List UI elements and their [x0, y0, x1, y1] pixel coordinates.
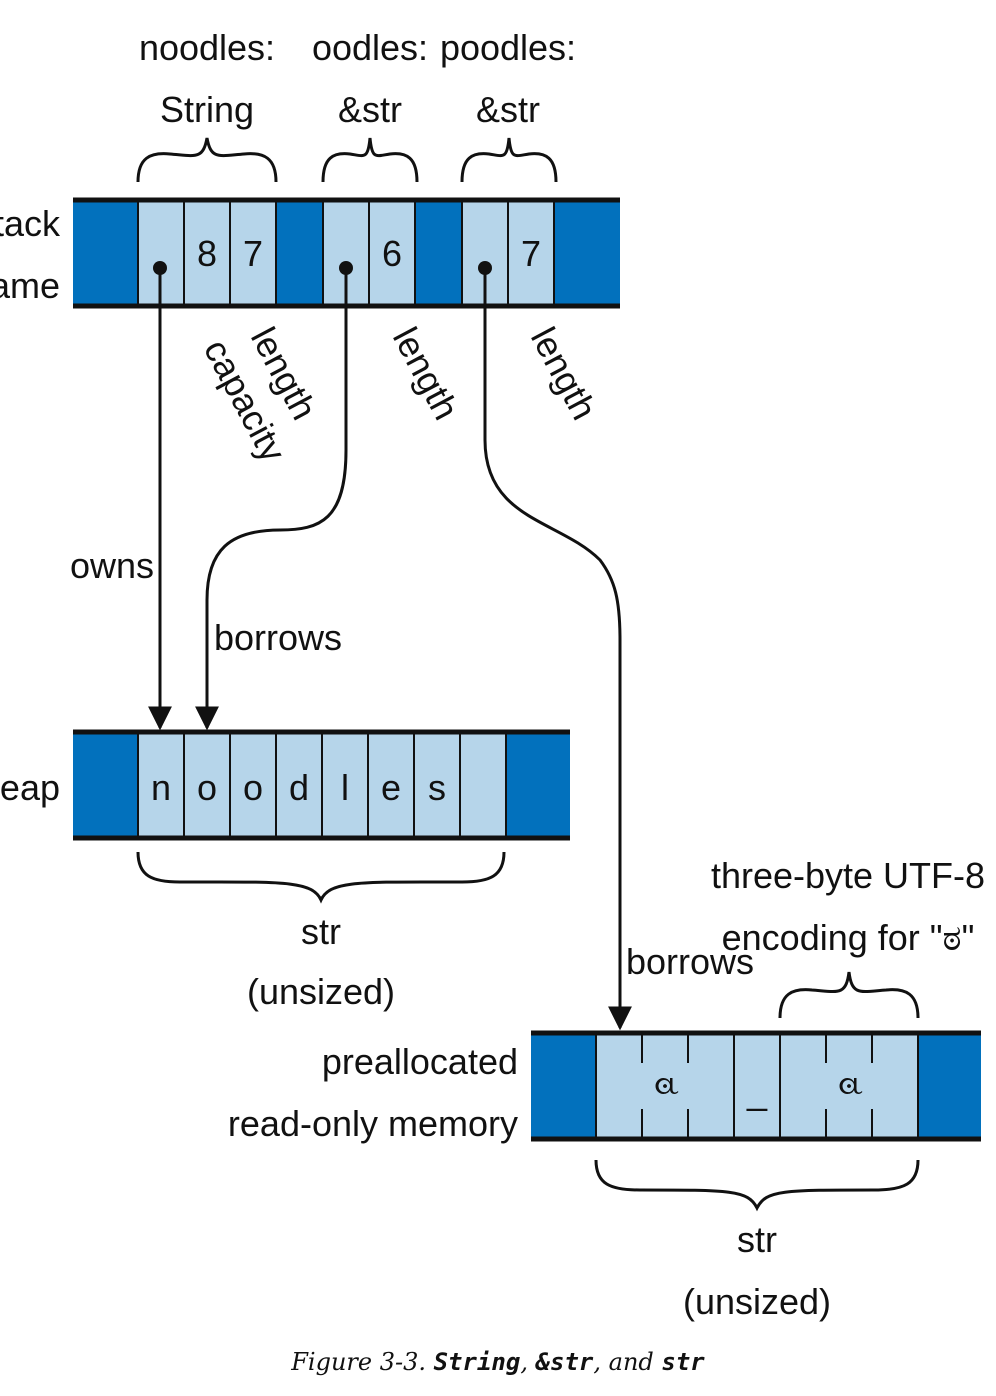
noodles-length-value: 7: [243, 233, 263, 274]
utf8-brace: [778, 971, 920, 1019]
frame-label: frame: [0, 265, 60, 306]
heap-str-label: str: [301, 911, 341, 952]
stack-label: stack: [0, 203, 61, 244]
utf8-note-line2: encoding for "ಠ": [722, 917, 975, 958]
oodles-length-value: 6: [382, 233, 402, 274]
poodles-name-label: poodles:: [440, 27, 576, 68]
poodles-borrow-arrow: [483, 268, 632, 1031]
heap-char-4: l: [341, 767, 349, 808]
utf8-note-line1: three-byte UTF-8: [711, 855, 985, 896]
readonly-str-brace: [594, 1159, 920, 1212]
noodles-brace: [136, 137, 278, 183]
caption-string: String: [434, 1348, 521, 1376]
poodles-length-value: 7: [521, 233, 541, 274]
heap-str-brace: [136, 851, 506, 904]
caption-ref-str: &str: [535, 1348, 594, 1376]
heap-label: heap: [0, 767, 60, 808]
heap-char-0: n: [151, 767, 171, 808]
length-label-poodles: length: [523, 321, 605, 427]
poodles-len-cell: [507, 199, 555, 307]
noodles-len-cell: [229, 199, 277, 307]
noodles-type-label: String: [160, 89, 254, 130]
noodles-name-label: noodles:: [139, 27, 275, 68]
readonly-str-region: [596, 1033, 918, 1139]
borrows-label-readonly: borrows: [626, 941, 754, 982]
figure-caption: Figure 3-3. String, &str, and str: [290, 1348, 705, 1376]
caption-sep2: , and: [593, 1348, 661, 1376]
preallocated-label: preallocated: [322, 1041, 518, 1082]
length-label-oodles: length: [385, 321, 467, 427]
readonly-unsized-label: (unsized): [683, 1281, 831, 1322]
readonly-buffer: [531, 1030, 981, 1142]
poodles-type-label: &str: [476, 89, 540, 130]
stack-frame: [73, 197, 620, 309]
owns-label: owns: [70, 545, 154, 586]
readonly-str-label: str: [737, 1219, 777, 1260]
heap-unsized-label: (unsized): [247, 971, 395, 1012]
readonly-glyph-first: ಠ: [647, 1076, 688, 1095]
readonly-glyph-second: ಠ: [831, 1076, 872, 1095]
oodles-type-label: &str: [338, 89, 402, 130]
heap-char-3: d: [289, 767, 309, 808]
heap-char-cell: [367, 731, 415, 839]
caption-str: str: [661, 1348, 705, 1376]
caption-prefix: Figure 3-3.: [290, 1348, 433, 1376]
heap-char-6: s: [428, 767, 446, 808]
heap-char-2: o: [243, 767, 263, 808]
oodles-borrow-arrow: [195, 268, 348, 731]
borrows-label-heap: borrows: [214, 617, 342, 658]
oodles-name-label: oodles:: [312, 27, 428, 68]
caption-sep1: ,: [520, 1348, 535, 1376]
oodles-brace: [321, 137, 419, 183]
heap-char-1: o: [197, 767, 217, 808]
poodles-brace: [460, 137, 558, 183]
heap-char-5: e: [381, 767, 401, 808]
noodles-capacity-value: 8: [197, 233, 217, 274]
heap-char-cell: [413, 731, 461, 839]
readonly-memory-label: read-only memory: [228, 1103, 518, 1144]
heap-empty-cell: [459, 731, 507, 839]
readonly-glyph-underscore: _: [746, 1071, 768, 1112]
